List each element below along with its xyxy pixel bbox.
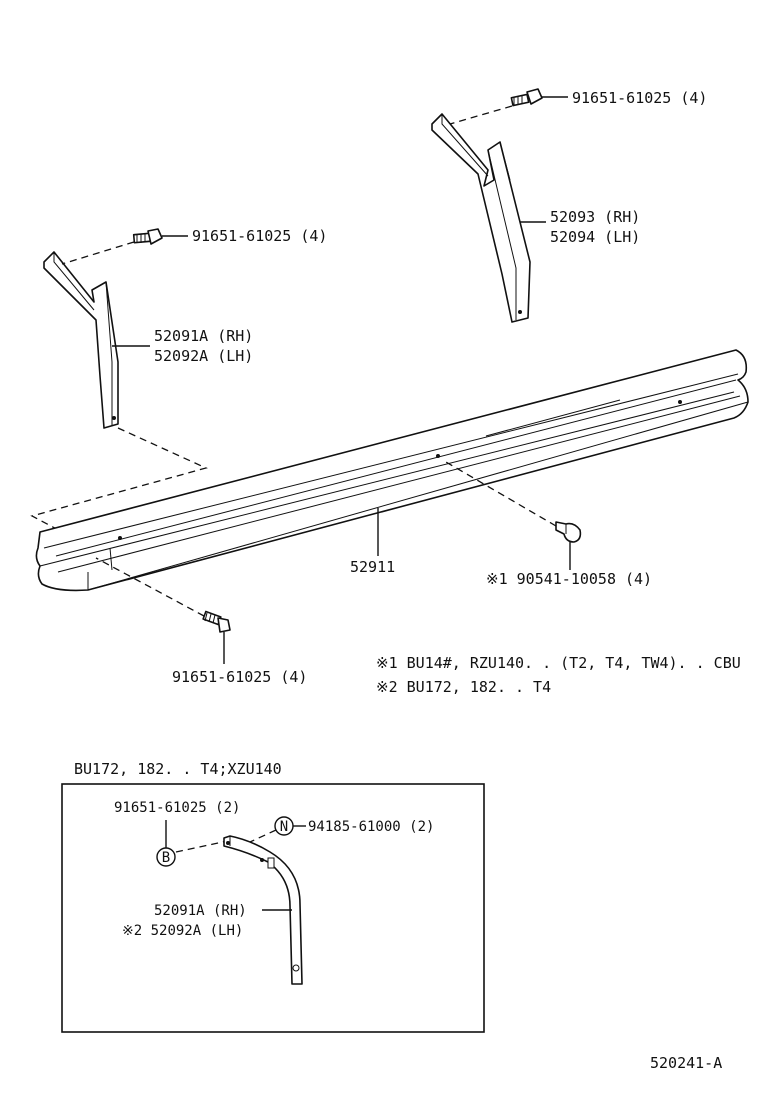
- brace-front-part[interactable]: [43, 251, 119, 429]
- callout-brace-front-lh: 52092A (LH): [154, 347, 253, 365]
- inset-brace-part[interactable]: [223, 835, 303, 985]
- bolt-marker-letter: B: [162, 850, 170, 866]
- inset-nut-label: 94185-61000 (2): [308, 819, 434, 835]
- callout-brace-front-rh: 52091A (RH): [154, 327, 253, 345]
- bolt-top-right-icon[interactable]: [510, 88, 543, 107]
- callout-bolt-top-left: 91651-61025 (4): [192, 227, 327, 245]
- inset-bolt-label: 91651-61025 (2): [114, 800, 240, 816]
- inset-box: [61, 783, 485, 1033]
- nut-marker-letter: N: [280, 819, 288, 835]
- callout-screw: ※1 90541-10058 (4): [486, 570, 652, 588]
- callout-bolt-top-right: 91651-61025 (4): [572, 89, 707, 107]
- screw-icon[interactable]: [555, 521, 582, 543]
- rear-bumper-part[interactable]: [35, 349, 749, 592]
- bolt-marker-icon: B: [156, 847, 176, 867]
- inset-title: BU172, 182. . T4;XZU140: [74, 760, 282, 778]
- inset-brace-rh: 52091A (RH): [154, 903, 247, 919]
- nut-marker-icon: N: [274, 816, 294, 836]
- inset-brace-lh: ※2 52092A (LH): [122, 923, 243, 939]
- figure-id: 520241-A: [650, 1054, 722, 1072]
- callout-brace-rear-lh: 52094 (LH): [550, 228, 640, 246]
- note-2: ※2 BU172, 182. . T4: [376, 678, 551, 696]
- callout-bolt-bottom: 91651-61025 (4): [172, 668, 307, 686]
- callout-bumper: 52911: [350, 558, 395, 576]
- callout-brace-rear-rh: 52093 (RH): [550, 208, 640, 226]
- bolt-bottom-icon[interactable]: [202, 610, 231, 633]
- note-1: ※1 BU14#, RZU140. . (T2, T4, TW4). . CBU: [376, 654, 741, 672]
- bolt-top-left-icon[interactable]: [132, 228, 163, 245]
- brace-rear-part[interactable]: [431, 113, 531, 323]
